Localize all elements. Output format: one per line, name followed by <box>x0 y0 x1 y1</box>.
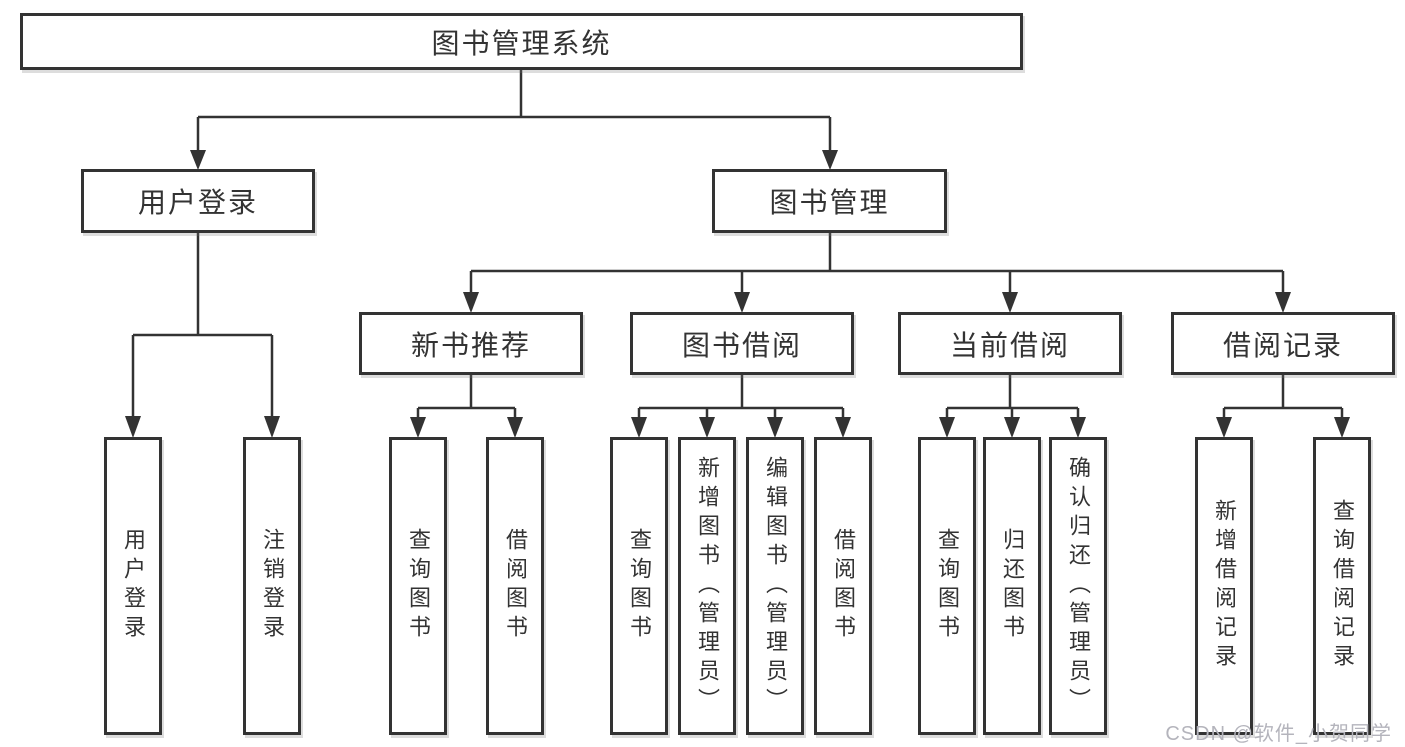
arrow-icon <box>822 150 838 170</box>
leaf-br-add-record: 新增借阅记录 <box>1195 437 1253 735</box>
node-new-book-recommend: 新书推荐 <box>359 312 583 375</box>
arrow-icon <box>734 292 750 313</box>
arrow-icon <box>1004 417 1020 438</box>
leaf-label: 归还图书 <box>1000 528 1025 644</box>
arrow-icon <box>939 417 955 438</box>
edge-bookmgmt-to-level3 <box>469 233 1285 296</box>
leaf-label: 新增借阅记录 <box>1212 499 1237 673</box>
leaf-cb-confirm-return-admin: 确认归还（管理员） <box>1049 437 1107 735</box>
leaf-cb-return-books: 归还图书 <box>983 437 1041 735</box>
leaf-label: 编辑图书（管理员） <box>763 455 788 717</box>
leaf-label: 查询图书 <box>935 528 960 644</box>
arrow-icon <box>1275 292 1291 313</box>
arrow-icon <box>699 417 715 438</box>
arrowheads <box>125 150 1350 438</box>
arrow-icon <box>1070 417 1086 438</box>
edge-userlogin-to-leaves <box>131 233 274 421</box>
leaf-bb-edit-books-admin: 编辑图书（管理员） <box>746 437 804 735</box>
arrow-icon <box>125 416 141 438</box>
leaf-bb-query-books: 查询图书 <box>610 437 668 735</box>
leaf-bb-borrow-books: 借阅图书 <box>814 437 872 735</box>
leaf-label: 新增图书（管理员） <box>695 455 720 717</box>
leaf-bb-add-books-admin: 新增图书（管理员） <box>678 437 736 735</box>
leaf-label: 查询图书 <box>406 528 431 644</box>
arrow-icon <box>1216 417 1232 438</box>
arrow-icon <box>410 417 426 438</box>
node-book-management: 图书管理 <box>712 169 947 233</box>
arrow-icon <box>631 417 647 438</box>
arrow-icon <box>264 416 280 438</box>
leaf-nb-borrow-books: 借阅图书 <box>486 437 544 735</box>
leaf-label: 确认归还（管理员） <box>1066 455 1091 717</box>
edge-bookborrow-to-leaves <box>637 375 845 421</box>
arrow-icon <box>1002 292 1018 313</box>
node-user-login: 用户登录 <box>81 169 315 233</box>
leaf-cb-query-books: 查询图书 <box>918 437 976 735</box>
watermark: CSDN @软件_小贺同学 <box>1165 723 1392 745</box>
arrow-icon <box>1334 417 1350 438</box>
leaf-label: 注销登录 <box>260 528 285 644</box>
leaf-br-query-record: 查询借阅记录 <box>1313 437 1371 735</box>
leaf-logout: 注销登录 <box>243 437 301 735</box>
leaf-label: 借阅图书 <box>831 528 856 644</box>
edge-newbook-to-leaves <box>416 375 517 421</box>
leaf-label: 用户登录 <box>121 528 146 644</box>
edge-currentborrow-to-leaves <box>945 375 1080 421</box>
leaf-user-login: 用户登录 <box>104 437 162 735</box>
arrow-icon <box>190 150 206 170</box>
arrow-icon <box>767 417 783 438</box>
edges <box>131 69 1344 421</box>
leaf-nb-query-books: 查询图书 <box>389 437 447 735</box>
leaf-label: 借阅图书 <box>503 528 528 644</box>
edge-root-to-level2 <box>196 69 832 152</box>
node-root: 图书管理系统 <box>20 13 1023 70</box>
arrow-icon <box>507 417 523 438</box>
node-current-borrow: 当前借阅 <box>898 312 1122 375</box>
edge-borrowrecord-to-leaves <box>1222 375 1344 421</box>
arrow-icon <box>463 292 479 313</box>
leaf-label: 查询借阅记录 <box>1330 499 1355 673</box>
node-book-borrow: 图书借阅 <box>630 312 854 375</box>
leaf-label: 查询图书 <box>627 528 652 644</box>
arrow-icon <box>835 417 851 438</box>
node-borrow-records: 借阅记录 <box>1171 312 1395 375</box>
